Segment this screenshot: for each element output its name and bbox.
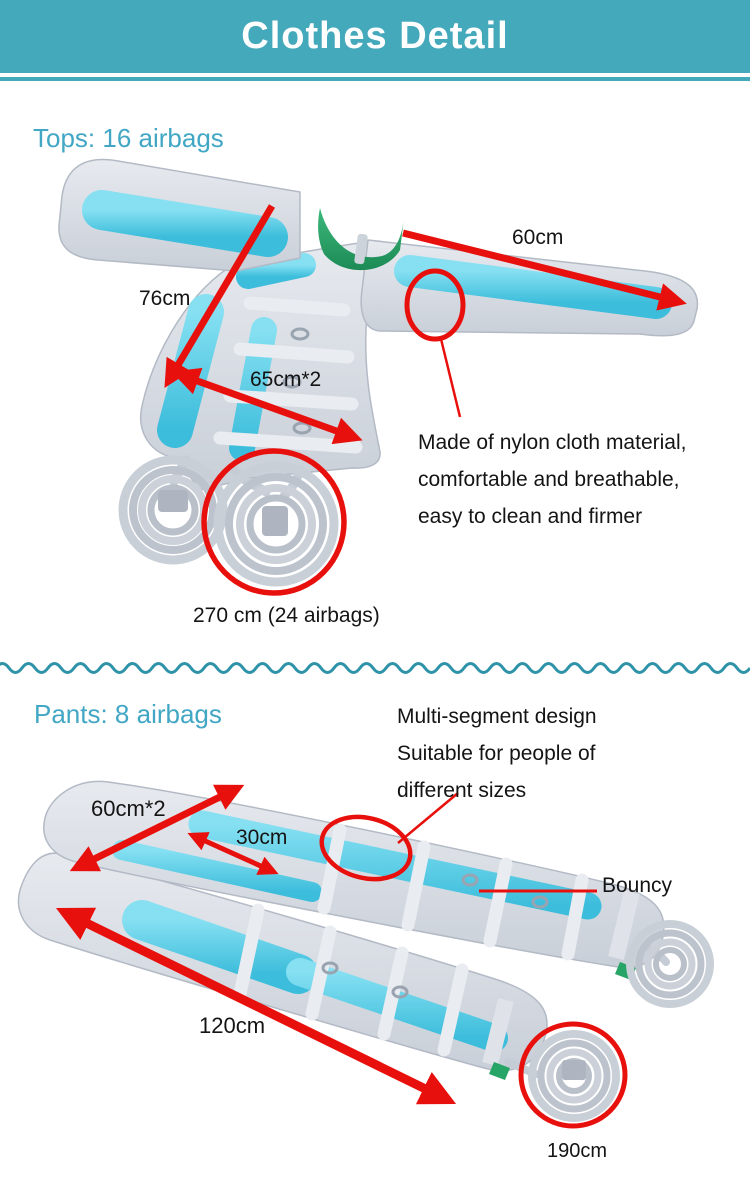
material-note-line: comfortable and breathable, (418, 468, 680, 491)
pants-leg-width-label: 30cm (236, 826, 288, 849)
length-arrow (55, 907, 457, 1105)
tops-chest-width-label: 65cm*2 (250, 368, 322, 391)
tops-sleeve-length-label: 60cm (512, 226, 564, 249)
pants-garment (17, 780, 714, 1122)
material-note: Made of nylon cloth material, comfortabl… (418, 424, 686, 535)
design-note-line: Suitable for people of (397, 742, 596, 765)
material-note-line: Made of nylon cloth material, (418, 431, 687, 454)
pants-bouncy-label: Bouncy (602, 874, 673, 897)
design-note-line: different sizes (397, 779, 527, 802)
design-note-line: Multi-segment design (397, 705, 597, 728)
pants-heading: Pants: 8 airbags (34, 699, 222, 729)
design-note: Multi-segment design Suitable for people… (397, 698, 597, 809)
tops-hose-length-label: 270 cm (24 airbags) (193, 604, 380, 627)
waist-width-arrow (69, 784, 245, 872)
chest-width-arrow (171, 367, 363, 445)
material-note-leader-line (439, 338, 462, 418)
pants-length-label: 120cm (199, 1013, 266, 1038)
pants-waist-width-label: 60cm*2 (91, 796, 166, 821)
pants-hose-coil-right (626, 920, 714, 1008)
tops-back-length-label: 76cm (139, 287, 191, 310)
tops-hose-highlight-circle (201, 448, 347, 596)
fabric-highlight-ellipse (404, 268, 466, 342)
pants-annotations (55, 784, 628, 1129)
back-length-arrow (164, 204, 276, 389)
design-note-leader-line (397, 792, 459, 844)
pants-hose-length-label: 190cm (547, 1140, 608, 1162)
pants-hose-coil-bottom (528, 1030, 620, 1122)
tops-annotations (164, 204, 687, 596)
sleeve-length-arrow (402, 229, 687, 311)
leg-width-arrow (187, 832, 279, 875)
air-hose-coil-right (213, 461, 339, 587)
header-divider-line (0, 77, 750, 81)
page-title: Clothes Detail (241, 15, 509, 57)
segment-highlight-ellipse (319, 814, 413, 882)
pants-hose-highlight-circle (518, 1021, 628, 1129)
material-note-line: easy to clean and firmer (418, 505, 643, 528)
tops-heading: Tops: 16 airbags (33, 123, 224, 153)
header-banner: Clothes Detail (0, 0, 750, 73)
section-divider-wave (0, 662, 750, 674)
